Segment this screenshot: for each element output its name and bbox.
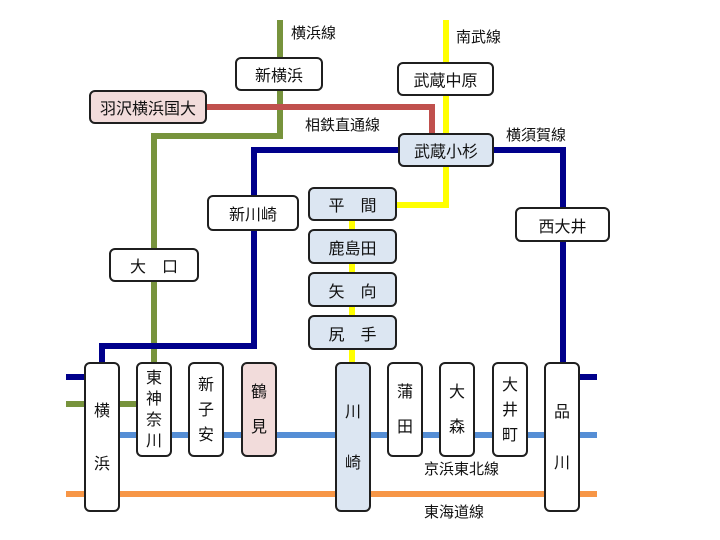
- station-shin-koyasu[interactable]: 新 子 安: [188, 362, 224, 457]
- station-char: 浜: [93, 453, 110, 473]
- station-char: 神: [145, 388, 162, 408]
- yokosuka-line-label: 横須賀線: [506, 126, 567, 144]
- station-musashi-kosugi[interactable]: 武蔵小杉: [398, 133, 494, 167]
- station-label: 大口: [129, 257, 194, 276]
- station-label: 武蔵中原: [413, 71, 478, 90]
- station-hirama[interactable]: 平間: [308, 187, 397, 221]
- station-label: 新川崎: [228, 205, 277, 224]
- station-char: 川: [344, 401, 361, 421]
- station-oguchi[interactable]: 大口: [109, 248, 199, 282]
- station-musashi-nakahara[interactable]: 武蔵中原: [397, 62, 494, 96]
- station-nishi-oi[interactable]: 西大井: [515, 207, 610, 242]
- station-char: 崎: [344, 452, 361, 472]
- station-omori[interactable]: 大 森: [439, 362, 475, 457]
- station-char: 奈: [145, 410, 162, 430]
- station-label: 新横浜: [254, 66, 303, 85]
- station-higashi-kanagawa[interactable]: 東 神 奈 川: [136, 362, 172, 457]
- station-char: 大: [448, 381, 465, 401]
- station-hazawa-yokohama-kokudai[interactable]: 羽沢横浜国大: [89, 90, 207, 124]
- station-char: 町: [501, 424, 518, 444]
- station-shin-kawasaki[interactable]: 新川崎: [207, 195, 299, 231]
- station-char: 大: [501, 374, 518, 394]
- station-char: 子: [197, 399, 214, 419]
- yokohama-line: [66, 20, 283, 407]
- station-shin-yokohama[interactable]: 新横浜: [235, 57, 323, 91]
- station-label: 羽沢横浜国大: [99, 99, 196, 118]
- yokohama-line-label: 横浜線: [291, 24, 337, 42]
- keihin-tohoku-line-label: 京浜東北線: [424, 460, 500, 478]
- station-char: 見: [250, 417, 267, 437]
- station-label: 武蔵小杉: [413, 142, 478, 161]
- station-label: 西大井: [538, 216, 587, 236]
- station-char: 田: [396, 417, 413, 437]
- station-label: 矢向: [328, 281, 393, 301]
- station-kamata[interactable]: 蒲 田: [387, 362, 423, 457]
- sotetsu-line-label: 相鉄直通線: [305, 116, 381, 134]
- station-yokohama[interactable]: 横 浜: [84, 362, 120, 512]
- station-kawasaki[interactable]: 川 崎: [335, 362, 371, 512]
- station-char: 東: [145, 367, 162, 387]
- station-shinagawa[interactable]: 品 川: [544, 362, 580, 512]
- station-label: 尻手: [328, 324, 393, 344]
- station-char: 川: [145, 431, 162, 451]
- station-char: 横: [93, 400, 110, 420]
- nambu-line-label: 南武線: [456, 28, 502, 46]
- station-shiriteshi[interactable]: 尻手: [308, 315, 397, 350]
- station-kashimada[interactable]: 鹿島田: [308, 229, 397, 264]
- tokaido-line-label: 東海道線: [424, 503, 485, 521]
- station-yako[interactable]: 矢向: [308, 272, 397, 307]
- station-char: 井: [501, 399, 518, 419]
- station-char: 新: [197, 374, 214, 394]
- station-oimachi[interactable]: 大 井 町: [492, 362, 528, 457]
- station-char: 森: [448, 417, 465, 437]
- station-tsurumi[interactable]: 鶴 見: [241, 362, 277, 457]
- station-char: 安: [197, 424, 214, 444]
- station-char: 品: [553, 401, 570, 421]
- station-label: 平間: [328, 196, 393, 215]
- station-char: 蒲: [396, 381, 413, 401]
- station-label: 鹿島田: [328, 238, 377, 258]
- station-char: 鶴: [250, 381, 267, 401]
- station-char: 川: [553, 452, 570, 472]
